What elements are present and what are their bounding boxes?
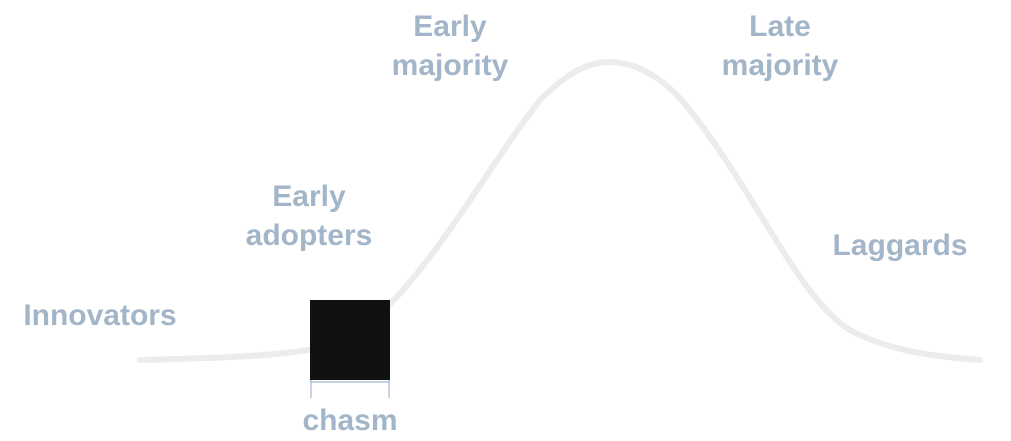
early-majority-label-line-1: Early bbox=[413, 10, 487, 43]
early-majority-label: Early majority bbox=[380, 7, 520, 85]
late-majority-label-line-1: Late bbox=[749, 10, 811, 43]
early-adopters-label-line-1: Early bbox=[272, 180, 346, 213]
innovators-label: Innovators bbox=[23, 299, 177, 332]
chasm-label: chasm bbox=[302, 404, 398, 437]
chasm-block bbox=[310, 300, 390, 380]
laggards-label: Laggards bbox=[832, 229, 968, 262]
late-majority-label: Late majority bbox=[710, 7, 850, 85]
early-majority-label-line-2: majority bbox=[391, 49, 509, 82]
early-adopters-label: Early adopters bbox=[234, 177, 384, 255]
early-adopters-label-line-2: adopters bbox=[245, 219, 373, 252]
late-majority-label-line-2: majority bbox=[721, 49, 839, 82]
chasm-bracket bbox=[310, 380, 390, 398]
